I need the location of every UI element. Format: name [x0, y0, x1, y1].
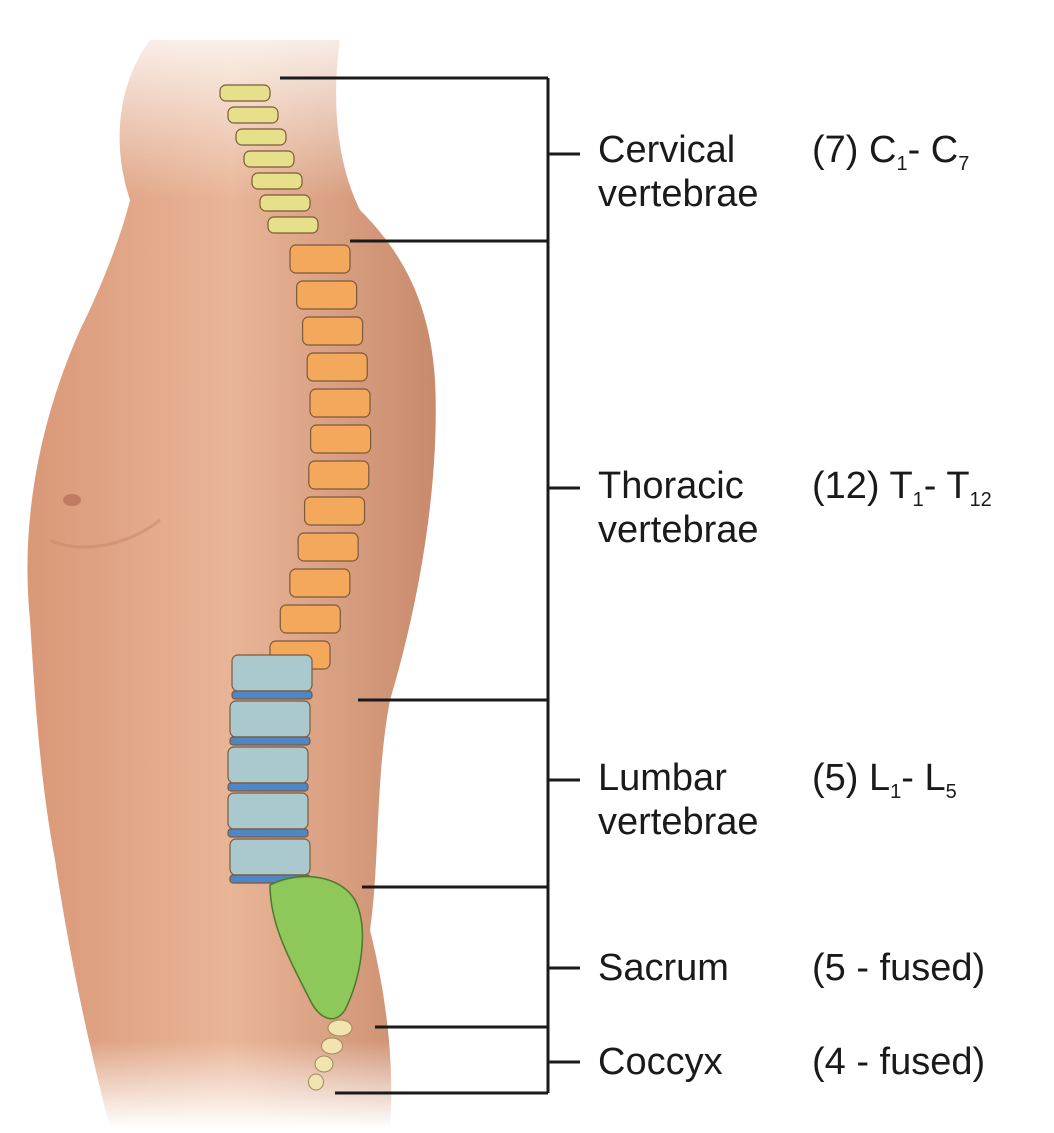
cervical-name-line1: Cervical: [598, 128, 759, 172]
cervical-vertebra: [252, 173, 302, 189]
intervertebral-disc: [228, 783, 308, 791]
lumbar-vertebra: [228, 793, 308, 829]
cervical-vertebra: [236, 129, 286, 145]
thoracic-count: (12) T1- T12: [812, 464, 992, 508]
thoracic-vertebra: [297, 281, 357, 309]
coccyx-segment: [309, 1074, 324, 1090]
coccyx-segment: [315, 1056, 333, 1072]
sacrum-count: (5 - fused): [812, 946, 985, 990]
lumbar-count: (5) L1- L5: [812, 756, 957, 800]
thoracic-vertebra: [305, 497, 365, 525]
coccyx-segment: [322, 1038, 343, 1054]
sacrum-label: Sacrum: [598, 946, 729, 990]
thoracic-vertebra: [298, 533, 358, 561]
thoracic-name-line2: vertebrae: [598, 508, 759, 552]
thoracic-vertebra: [303, 317, 363, 345]
thoracic-label: Thoracic vertebrae: [598, 464, 759, 552]
nipple: [63, 494, 81, 506]
cervical-label: Cervical vertebrae: [598, 128, 759, 216]
cervical-name-line2: vertebrae: [598, 172, 759, 216]
coccyx-segment: [328, 1020, 352, 1036]
thoracic-vertebra: [311, 425, 371, 453]
cervical-count: (7) C1- C7: [812, 128, 969, 172]
cervical-vertebra: [228, 107, 278, 123]
cervical-vertebra: [220, 85, 270, 101]
thoracic-vertebra: [290, 569, 350, 597]
cervical-vertebra: [244, 151, 294, 167]
lumbar-vertebra: [228, 747, 308, 783]
thoracic-name-line1: Thoracic: [598, 464, 759, 508]
lumbar-label: Lumbar vertebrae: [598, 756, 759, 844]
coccyx-label: Coccyx: [598, 1040, 723, 1084]
cervical-vertebra: [260, 195, 310, 211]
coccyx-count: (4 - fused): [812, 1040, 985, 1084]
intervertebral-disc: [230, 737, 310, 745]
lumbar-vertebra: [230, 701, 310, 737]
thoracic-vertebra: [307, 353, 367, 381]
lumbar-vertebra: [230, 839, 310, 875]
cervical-vertebra: [268, 217, 318, 233]
lumbar-name-line2: vertebrae: [598, 800, 759, 844]
intervertebral-disc: [232, 691, 312, 699]
thoracic-vertebra: [310, 389, 370, 417]
thoracic-vertebra: [280, 605, 340, 633]
torso-silhouette: [27, 40, 435, 1128]
thoracic-vertebra: [290, 245, 350, 273]
lumbar-name-line1: Lumbar: [598, 756, 759, 800]
lumbar-vertebra: [232, 655, 312, 691]
intervertebral-disc: [228, 829, 308, 837]
thoracic-vertebra: [309, 461, 369, 489]
